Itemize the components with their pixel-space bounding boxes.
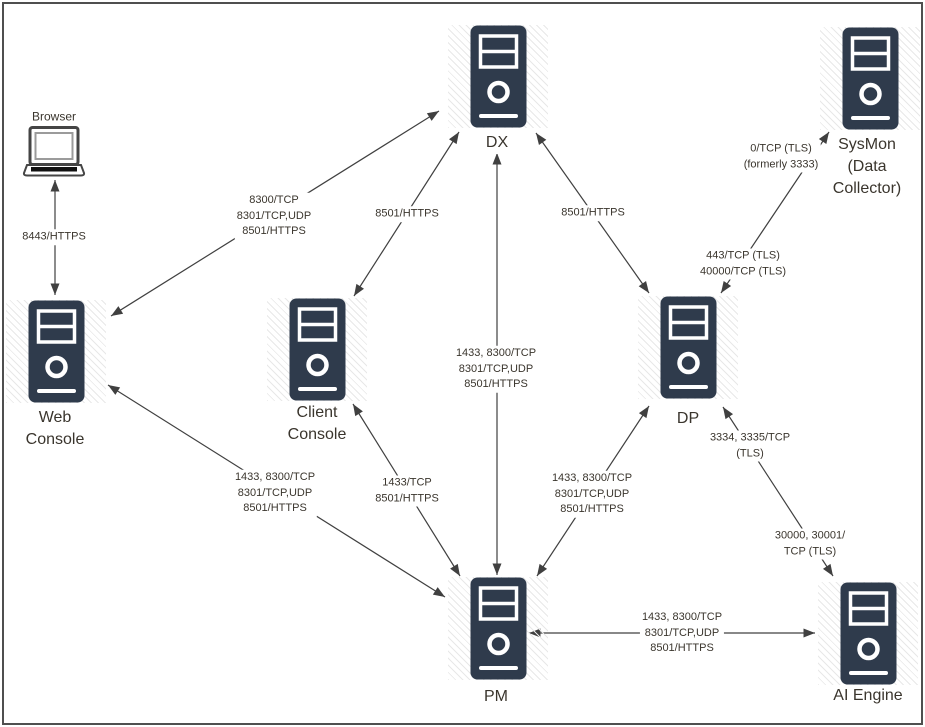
edge-label-browser-web-console-0: 8443/HTTPS bbox=[20, 229, 88, 245]
edge-label-dp-ai-engine-10: 3334, 3335/TCP(TLS) bbox=[707, 430, 793, 462]
dp-server-icon bbox=[660, 296, 717, 404]
edge-label-client-console-dx-2: 8501/HTTPS bbox=[373, 206, 441, 222]
node-label-dp: DP bbox=[674, 408, 702, 430]
node-label-pm: PM bbox=[482, 686, 510, 708]
pm-server-icon bbox=[470, 577, 527, 685]
ai-engine-server-icon bbox=[840, 582, 897, 690]
sysmon-server-icon bbox=[842, 27, 899, 135]
edge-label-dp-ai-engine-11: 30000, 30001/TCP (TLS) bbox=[772, 528, 848, 560]
client-console-server-icon bbox=[289, 298, 346, 406]
edge-label-dp-sysmon-6: 443/TCP (TLS)40000/TCP (TLS) bbox=[697, 248, 789, 280]
edge-label-dx-dp-3: 8501/HTTPS bbox=[559, 205, 627, 221]
node-label-browser: Browser bbox=[29, 109, 79, 125]
web-console-server-icon bbox=[28, 300, 85, 408]
dx-server-icon bbox=[470, 25, 527, 133]
browser-laptop-icon bbox=[22, 126, 86, 184]
node-label-dx: DX bbox=[483, 132, 511, 154]
edge-label-dp-sysmon-5: 0/TCP (TLS)(formerly 3333) bbox=[741, 141, 821, 173]
node-label-ai-engine: AI Engine bbox=[831, 685, 905, 707]
